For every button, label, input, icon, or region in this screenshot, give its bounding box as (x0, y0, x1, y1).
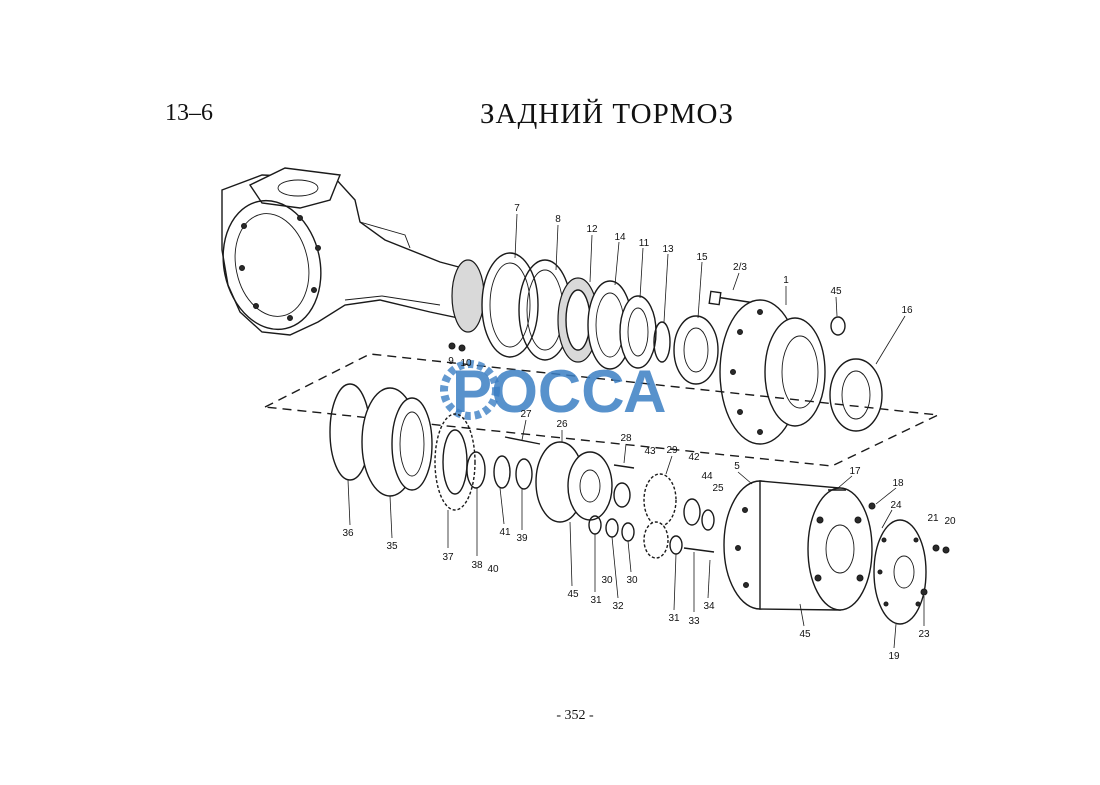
page-number: - 352 - (556, 708, 594, 723)
callout-33: 33 (688, 616, 700, 627)
callout-2-3: 2/3 (733, 262, 747, 273)
page-title: ЗАДНИЙ ТОРМОЗ (480, 98, 734, 130)
callout-31-left: 31 (590, 595, 602, 606)
callout-45-lower: 45 (567, 589, 579, 600)
axle-housing (221, 167, 471, 336)
callout-12: 12 (586, 224, 598, 235)
callout-45-upper: 45 (830, 286, 842, 297)
callout-39: 39 (516, 533, 528, 544)
callout-19: 19 (888, 651, 900, 662)
callout-38: 38 (471, 560, 483, 571)
callout-36: 36 (342, 528, 354, 539)
callout-30-right: 30 (626, 575, 638, 586)
assembly-outline (262, 353, 941, 467)
callout-31-right: 31 (668, 613, 680, 624)
callout-14: 14 (614, 232, 626, 243)
callout-30-left: 30 (601, 575, 613, 586)
planetary-parts (329, 383, 950, 625)
callout-11: 11 (639, 238, 650, 249)
callout-32: 32 (612, 601, 624, 612)
callout-8: 8 (555, 214, 561, 225)
brake-drum-parts (448, 252, 883, 445)
callout-labels: 7 8 12 14 11 13 15 2/3 1 45 16 9 10 27 2… (342, 203, 956, 662)
callout-20: 20 (944, 516, 956, 527)
callout-9: 9 (448, 356, 454, 367)
callout-15: 15 (696, 252, 708, 263)
callout-42: 42 (688, 452, 700, 463)
callout-26: 26 (556, 419, 568, 430)
callout-16: 16 (901, 305, 913, 316)
callout-10: 10 (460, 358, 472, 369)
callout-41: 41 (499, 527, 511, 538)
callout-44: 44 (701, 471, 713, 482)
callout-leaders (347, 213, 925, 649)
watermark-text: РОССА (452, 358, 666, 425)
callout-23: 23 (918, 629, 930, 640)
callout-1: 1 (783, 275, 789, 286)
callout-27: 27 (520, 409, 532, 420)
callout-24: 24 (890, 500, 902, 511)
callout-7: 7 (514, 203, 520, 214)
callout-21: 21 (927, 513, 939, 524)
callout-5: 5 (734, 461, 740, 472)
callout-17: 17 (849, 466, 861, 477)
section-number: 13–6 (165, 100, 213, 126)
callout-40: 40 (487, 564, 499, 575)
callout-45-housing: 45 (799, 629, 811, 640)
callout-35: 35 (386, 541, 398, 552)
callout-43: 43 (644, 446, 656, 457)
watermark-logo: РОССА (440, 358, 666, 425)
callout-13: 13 (662, 244, 674, 255)
callout-25: 25 (712, 483, 724, 494)
callout-29: 29 (666, 445, 678, 456)
callout-18: 18 (892, 478, 904, 489)
callout-34: 34 (703, 601, 715, 612)
callout-37: 37 (442, 552, 454, 563)
callout-28: 28 (620, 433, 632, 444)
